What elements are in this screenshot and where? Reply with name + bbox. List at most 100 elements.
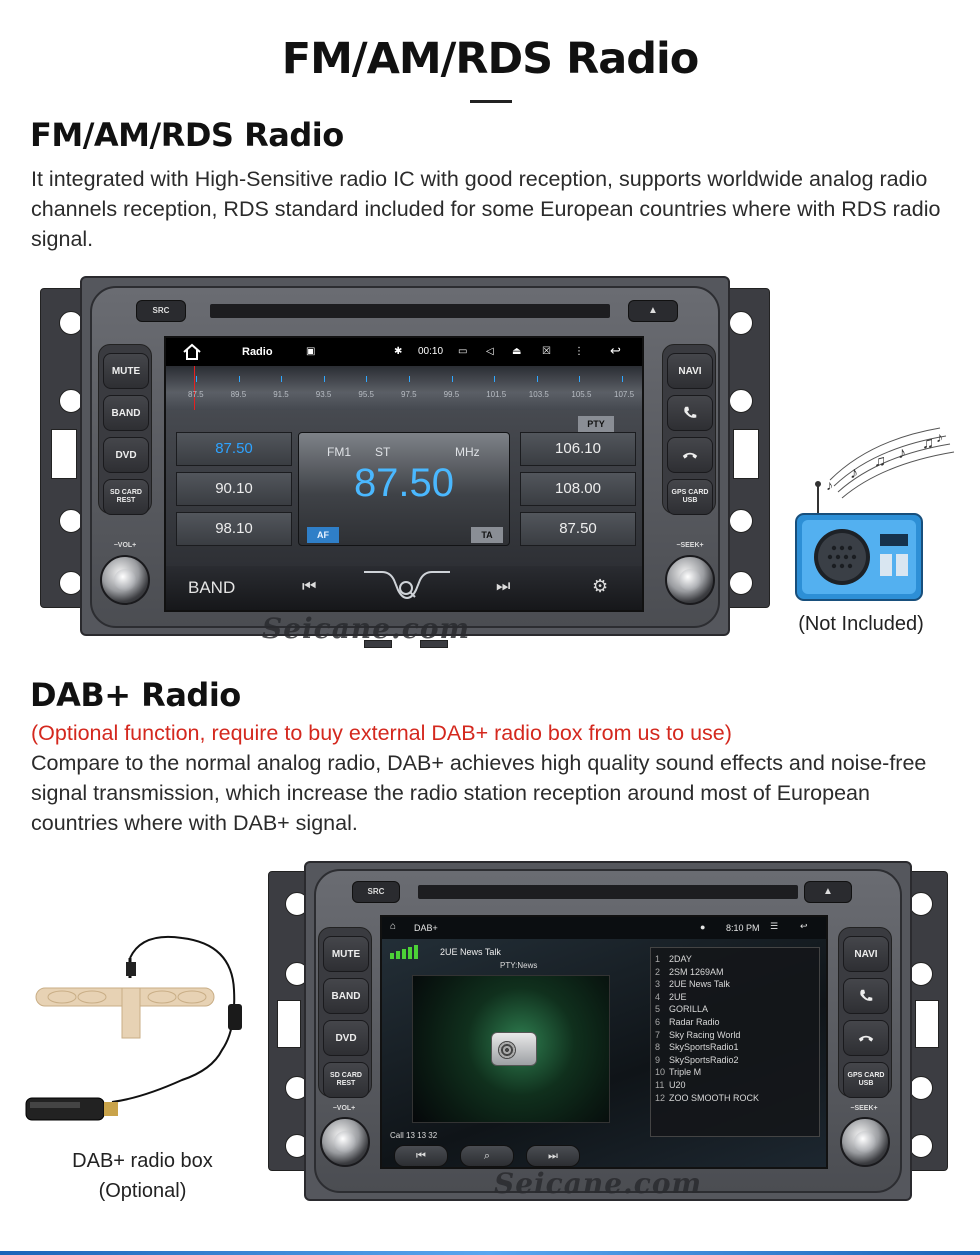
band-button[interactable]: BAND: [323, 978, 369, 1014]
src-button[interactable]: SRC: [352, 881, 400, 903]
right-button-column: NAVI GPS CARD USB: [662, 344, 716, 515]
home-icon[interactable]: ⌂: [390, 921, 397, 932]
eject-screen-icon[interactable]: ⏏: [512, 346, 522, 357]
bottom-band-button[interactable]: BAND: [188, 578, 236, 597]
seek-knob[interactable]: [665, 555, 715, 605]
dab-antenna-icon: [35, 987, 215, 1039]
left-button-column: MUTE BAND DVD SD CARD REST: [318, 927, 372, 1098]
next-icon[interactable]: ⏭: [496, 578, 511, 595]
ta-button[interactable]: TA: [471, 527, 503, 543]
pty-button[interactable]: PTY: [578, 416, 614, 432]
status-bar: Radio ▣ ✱ 00:10 ▭ ◁ ⏏ ☒ ⋮ ↩: [166, 338, 642, 366]
station-artwork: [412, 975, 610, 1123]
dvd-button[interactable]: DVD: [323, 1020, 369, 1056]
svg-text:♫: ♫: [874, 453, 886, 470]
gps-card-usb-button[interactable]: GPS CARD USB: [843, 1062, 889, 1098]
scan-button[interactable]: ⌕: [460, 1145, 514, 1167]
eject-button[interactable]: ▲: [804, 881, 852, 903]
call-answer-button[interactable]: [667, 395, 713, 431]
vol-label: −VOL+: [113, 542, 137, 549]
preset-right-2[interactable]: 108.00: [520, 472, 636, 506]
next-station-button[interactable]: ⏭: [526, 1145, 580, 1167]
call-answer-button[interactable]: [843, 978, 889, 1014]
dvd-button[interactable]: DVD: [103, 437, 149, 473]
sd-card-reset-button[interactable]: SD CARD REST: [103, 479, 149, 515]
vol-label: −VOL+: [332, 1105, 356, 1112]
navi-button[interactable]: NAVI: [667, 353, 713, 389]
station-number: 2: [655, 966, 661, 977]
seek-label: −SEEK+: [676, 542, 704, 549]
station-number: 1: [655, 954, 661, 964]
preset-right-1[interactable]: 106.10: [520, 432, 636, 466]
navi-button[interactable]: NAVI: [843, 936, 889, 972]
close-app-icon[interactable]: ☒: [542, 346, 551, 357]
previous-station-button[interactable]: ⏮: [394, 1145, 448, 1167]
src-button[interactable]: SRC: [136, 300, 186, 322]
settings-gear-icon[interactable]: ⚙: [592, 576, 609, 596]
scale-tick: [622, 376, 623, 382]
preset-right-3[interactable]: 87.50: [520, 512, 636, 546]
radio-speaker-icon: ♪ ♫ ♪ ♫ ♪ ♪: [795, 427, 955, 601]
volume-icon[interactable]: ◁: [486, 346, 494, 357]
stereo-indicator: ST: [375, 445, 391, 459]
mute-button[interactable]: MUTE: [103, 353, 149, 389]
scale-label: 99.5: [443, 390, 460, 399]
not-included-caption: (Not Included): [798, 613, 924, 635]
bluetooth-icon: ✱: [394, 346, 403, 357]
seek-label: −SEEK+: [850, 1105, 878, 1112]
phone-answer-icon: [860, 989, 873, 1001]
back-icon[interactable]: ↩: [800, 921, 808, 931]
af-button[interactable]: AF: [307, 527, 339, 543]
dab-screen: ⌂ DAB+ ● 8:10 PM ☰ ↩ 2UE News Talk PTY:N…: [380, 915, 828, 1169]
mount-tab: [420, 640, 448, 648]
scale-tick: [196, 376, 197, 382]
back-icon[interactable]: ↩: [610, 343, 621, 358]
previous-icon[interactable]: ⏮: [302, 578, 317, 595]
seek-knob[interactable]: [840, 1117, 890, 1167]
camera-icon[interactable]: ▭: [458, 346, 468, 357]
search-icon: [399, 581, 413, 595]
station-name: 2UE: [669, 991, 687, 1002]
volume-knob[interactable]: [320, 1117, 370, 1167]
volume-knob[interactable]: [100, 555, 150, 605]
next-icon: ⏭: [548, 1150, 558, 1162]
call-hangup-button[interactable]: [843, 1020, 889, 1056]
preset-left-1[interactable]: 87.50: [176, 432, 292, 466]
preset-left-3[interactable]: 98.10: [176, 512, 292, 546]
eject-button[interactable]: ▲: [628, 300, 678, 322]
station-name: U20: [669, 1080, 686, 1090]
tuning-needle[interactable]: [194, 366, 195, 410]
radio-main-area: PTY 87.50 90.10 98.10 106.10 108.00 87.5…: [166, 410, 642, 566]
head-unit-fm: SRC ▲ MUTE BAND DVD SD CARD REST −VOL+ N…: [40, 270, 770, 650]
sd-card-reset-button[interactable]: SD CARD REST: [323, 1062, 369, 1098]
menu-dots-icon[interactable]: ⋮: [574, 346, 584, 357]
band-button[interactable]: BAND: [103, 395, 149, 431]
fm-section-description: It integrated with High-Sensitive radio …: [31, 167, 941, 251]
gps-card-usb-button[interactable]: GPS CARD USB: [667, 479, 713, 515]
app-title: Radio: [242, 346, 273, 358]
mute-button[interactable]: MUTE: [323, 936, 369, 972]
menu-icon[interactable]: ☰: [770, 921, 779, 931]
home-icon[interactable]: [182, 343, 202, 361]
call-hangup-button[interactable]: [667, 437, 713, 473]
disc-slot: [418, 885, 798, 899]
scale-label: 107.5: [614, 390, 635, 399]
preset-left-2[interactable]: 90.10: [176, 472, 292, 506]
scale-tick: [579, 376, 581, 382]
search-tab[interactable]: [364, 566, 450, 610]
